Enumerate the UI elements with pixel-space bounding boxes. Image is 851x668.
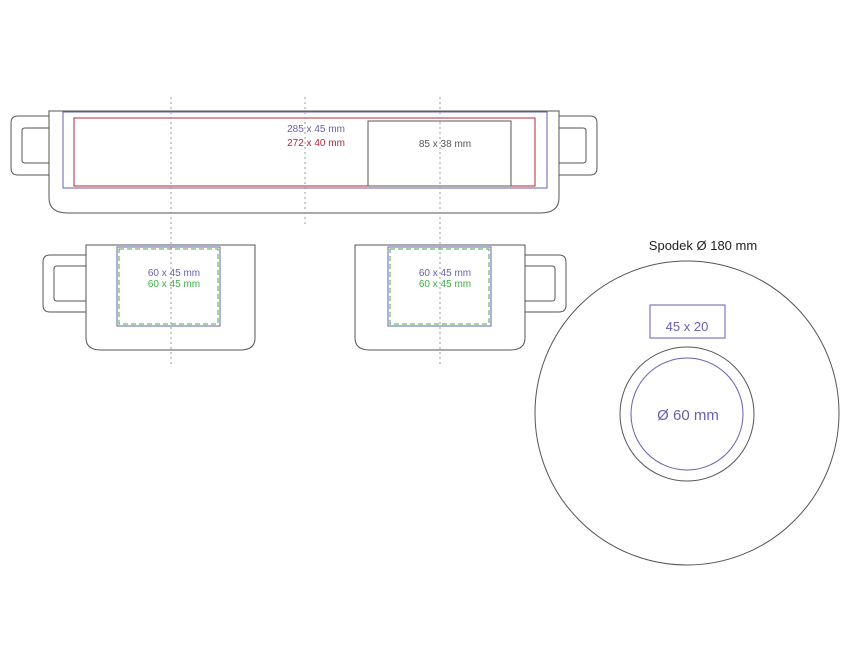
saucer-rect-label: 45 x 20 — [666, 319, 709, 334]
mug-right-label-print: 60 x 45 mm — [419, 268, 471, 279]
mug-top-label-box: 85 x 38 mm — [419, 139, 471, 150]
mug-left-label-safe: 60 x 45 mm — [148, 279, 200, 290]
saucer-rect-print-area — [649, 304, 726, 339]
saucer-outer-circle — [534, 260, 840, 566]
mug-top-left-handle-inner — [21, 127, 49, 164]
mug-top-box-area — [367, 120, 512, 187]
mug-right-safe-area — [389, 248, 490, 325]
mug-top-view: 285 x 45 mm 272 x 40 mm 85 x 38 mm — [10, 110, 598, 214]
mug-left-body — [85, 244, 256, 351]
mug-top-label-outer: 285 x 45 mm — [287, 124, 345, 135]
mug-left-safe-area — [118, 248, 219, 325]
mug-top-right-handle — [559, 115, 598, 176]
mug-top-label-inner: 272 x 40 mm — [287, 138, 345, 149]
saucer-inner-circle — [619, 346, 755, 482]
saucer-center-label: Ø 60 mm — [657, 407, 719, 424]
saucer-view: Spodek Ø 180 mm 45 x 20 Ø 60 mm — [534, 238, 840, 566]
mug-left-label-print: 60 x 45 mm — [148, 268, 200, 279]
mug-left-print-area — [116, 246, 221, 327]
mug-right-label-safe: 60 x 45 mm — [419, 279, 471, 290]
mug-top-body — [48, 110, 560, 214]
mug-left-handle-inner — [53, 265, 86, 302]
mug-top-right-handle-inner — [559, 127, 587, 164]
mug-right-print-area — [387, 246, 492, 327]
mug-left-view: 60 x 45 mm 60 x 45 mm — [42, 244, 256, 351]
mug-right-handle — [525, 254, 567, 313]
saucer-center-print-area — [630, 357, 744, 471]
mug-right-handle-inner — [525, 265, 556, 302]
mug-top-left-handle — [10, 115, 49, 176]
saucer-title: Spodek Ø 180 mm — [649, 238, 757, 253]
mug-right-view: 60 x 45 mm 60 x 45 mm — [354, 244, 567, 351]
mug-left-handle — [42, 254, 86, 313]
mug-right-body — [354, 244, 526, 351]
